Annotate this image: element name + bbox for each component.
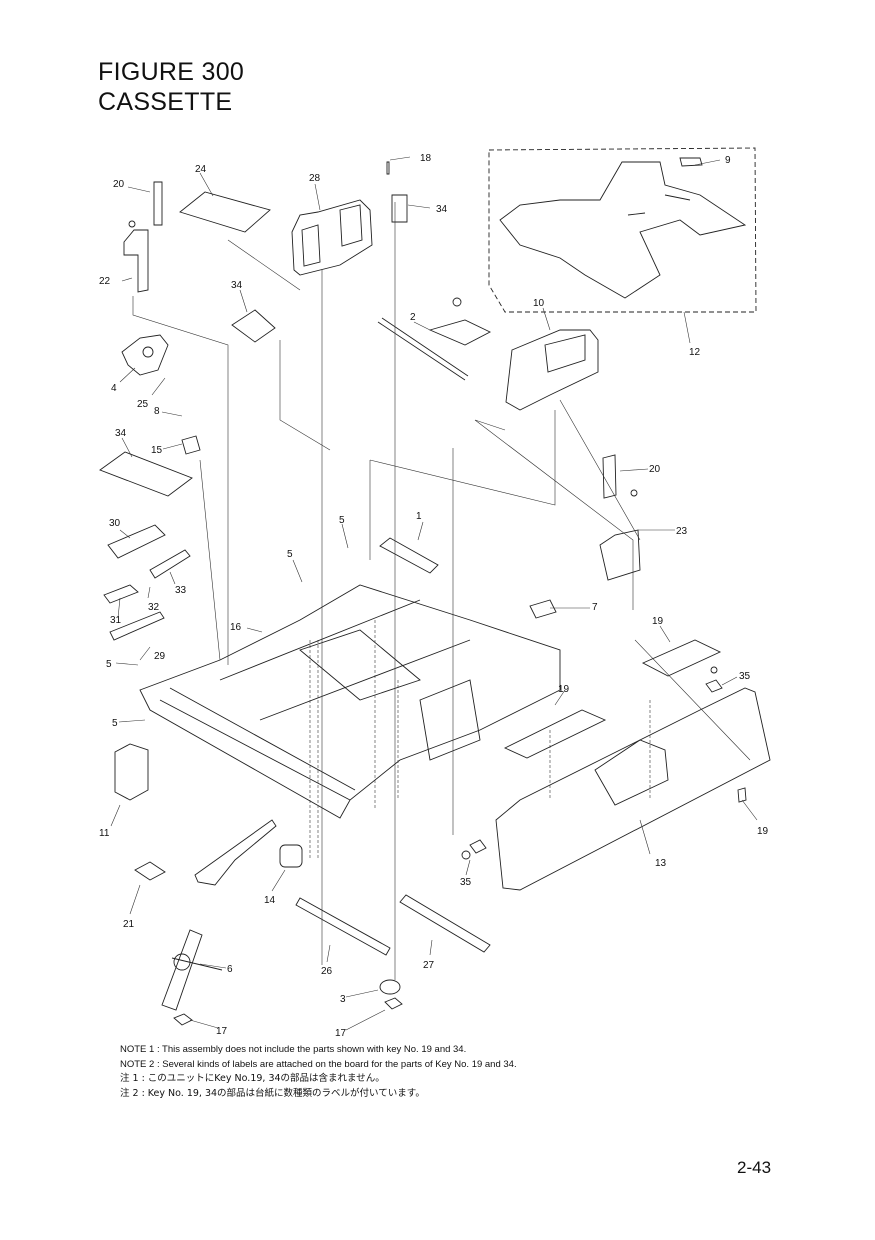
part-6-lever	[161, 929, 223, 1011]
callout-33: 33	[175, 585, 187, 596]
callout-19: 19	[652, 616, 664, 627]
callout-22: 22	[99, 276, 111, 287]
callout-4: 4	[111, 383, 117, 394]
callout-5: 5	[106, 659, 112, 670]
callout-32: 32	[148, 602, 160, 613]
callout-24: 24	[195, 164, 207, 175]
callout-14: 14	[264, 895, 276, 906]
callout-31: 31	[110, 615, 122, 626]
callout-5: 5	[339, 515, 345, 526]
note-2-japanese: 注 2 : Key No. 19, 34の部品は台紙に数種類のラベルが付いていま…	[120, 1087, 425, 1099]
part-23-bracket	[599, 529, 641, 581]
callout-17: 17	[216, 1026, 228, 1037]
callout-5: 5	[287, 549, 293, 560]
callout-3: 3	[340, 994, 346, 1005]
part-28-holder	[291, 199, 373, 276]
part-12-group-box	[488, 147, 757, 313]
callout-5: 5	[112, 718, 118, 729]
note-1: NOTE 1 : This assembly does not include …	[120, 1044, 467, 1055]
part-19-label-a	[641, 639, 722, 677]
callout-10: 10	[533, 298, 545, 309]
callout-6: 6	[227, 964, 233, 975]
part-10-bracket	[505, 329, 599, 411]
callout-8: 8	[154, 406, 160, 417]
callout-17: 17	[335, 1028, 347, 1039]
callout-20: 20	[113, 179, 125, 190]
part-27-rack	[399, 894, 491, 953]
callout-23: 23	[676, 526, 688, 537]
callout-34: 34	[231, 280, 243, 291]
callout-12: 12	[689, 347, 701, 358]
part-26-rack	[295, 897, 391, 956]
part-20-rail-a	[153, 181, 163, 226]
callout-1: 1	[416, 511, 422, 522]
callout-25: 25	[137, 399, 149, 410]
callout-11: 11	[99, 828, 110, 839]
page-number: 2-43	[737, 1158, 772, 1177]
callout-20: 20	[649, 464, 661, 475]
part-4-assembly	[121, 334, 169, 376]
callout-2: 2	[410, 312, 416, 323]
part-19-label-b	[503, 709, 607, 759]
part-34-label-a	[391, 194, 408, 223]
callout-16: 16	[230, 622, 242, 633]
callout-21: 21	[123, 919, 135, 930]
callout-34: 34	[115, 428, 127, 439]
callout-19: 19	[558, 684, 570, 695]
callout-7: 7	[592, 602, 598, 613]
part-1-rail	[379, 537, 439, 574]
callout-30: 30	[109, 518, 121, 529]
figure-title: CASSETTE	[98, 88, 233, 116]
callout-15: 15	[151, 445, 163, 456]
figure-number: FIGURE 300	[98, 58, 245, 86]
part-24-label	[179, 191, 271, 233]
callout-35: 35	[739, 671, 751, 682]
callout-35: 35	[460, 877, 472, 888]
callout-27: 27	[423, 960, 435, 971]
part-2-rod	[377, 317, 469, 381]
part-11-module	[114, 743, 149, 801]
cassette-tray	[139, 584, 561, 819]
part-12-plate	[499, 161, 747, 299]
callout-9: 9	[725, 155, 731, 166]
note-2: NOTE 2 : Several kinds of labels are att…	[120, 1058, 517, 1070]
notes-block: NOTE 1 : This assembly does not include …	[120, 1043, 517, 1101]
part-20-rail-b	[602, 454, 617, 499]
callout-28: 28	[309, 173, 321, 184]
note-1-japanese: 注 1 : このユニットにKey No.19, 34の部品は含まれません。	[120, 1073, 385, 1085]
part-34-label-b	[231, 309, 276, 343]
part-34-label-c	[99, 451, 193, 497]
callout-26: 26	[321, 966, 333, 977]
callout-19: 19	[757, 826, 769, 837]
callout-18: 18	[420, 153, 432, 164]
callout-13: 13	[655, 858, 667, 869]
part-22-bracket	[123, 229, 149, 293]
part-13-front-cover	[495, 687, 771, 891]
callout-29: 29	[154, 651, 166, 662]
callout-34: 34	[436, 204, 448, 215]
